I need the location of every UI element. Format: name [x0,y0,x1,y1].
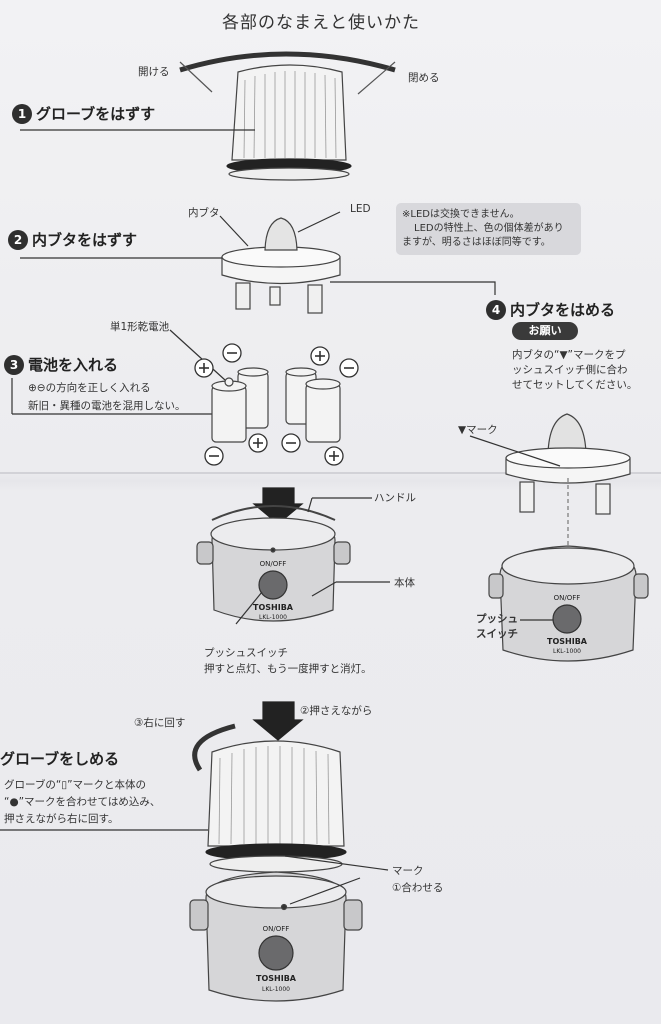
globe-illustration-1 [20,51,396,181]
step2-label: 内ブタをはずす [32,231,138,249]
open-label: 開ける [138,66,170,78]
step3-line-1: ⊕⊖の方向を正しく入れる [28,382,151,394]
step5-line-2: “●”マークを合わせてはめ込み、 [4,796,161,808]
step5-heading: グローブをしめる [0,750,120,768]
onoff-label-3: ON/OFF [263,925,290,933]
model-label-2: LKL-1000 [553,648,581,655]
model-label-1: LKL-1000 [259,614,287,621]
batteries-illustration [11,329,359,466]
step4-number: 4 [486,300,506,320]
rotate-right-label: ③右に回す [134,717,186,729]
open-arrow-icon [179,61,213,93]
fold-line [0,472,661,474]
push-label-1: プッシュ [476,613,518,625]
step3-label: 電池を入れる [28,356,119,374]
press-label: ②押さえながら [300,705,373,717]
led-note: ※LEDは交換できません。 LEDの特性上、色の個体差があり ますが、明るさはほ… [396,203,581,255]
body-label: 本体 [394,577,415,589]
battery-label: 単1形乾電池 [110,321,170,333]
request-badge: お願い [512,322,578,340]
model-label-3: LKL-1000 [262,986,290,993]
page-title: 各部のなまえと使いかた [222,13,420,33]
close-arrow-icon [357,61,396,95]
push-label-2: スイッチ [476,628,518,640]
led-label: LED [350,203,371,215]
led-note-line-1: ※LEDは交換できません。 [402,209,520,220]
step4-line-2: ッシュスイッチ側に合わ [512,364,628,376]
rotate-arrow-top [179,51,396,73]
align-label: ①合わせる [392,882,444,894]
closing-globe-illustration [0,701,389,1002]
step2-number: 2 [8,230,28,250]
device-labels: ON/OFF TOSHIBA LKL-1000 ON/OFF TOSHIBA L… [253,560,588,993]
step3-line-2: 新旧・異種の電池を混用しない。 [28,400,186,412]
step1-label: グローブをはずす [36,105,156,123]
brand-label-3: TOSHIBA [256,974,297,983]
push-switch-icon [258,570,288,600]
step4-label: 内ブタをはめる [510,301,616,319]
brand-label-2: TOSHIBA [547,637,588,646]
step1-number: 1 [12,104,32,124]
inner-lid-illustration [20,211,496,314]
push-switch-label: プッシュスイッチ [204,647,288,659]
lid-and-body-right-illustration [469,413,649,662]
step4-line-1: 内ブタの“▼”マークをプ [512,349,626,361]
main-body-illustration [196,487,390,625]
triangle-mark-label: ▼マーク [458,424,498,436]
rotate-right-arrow-icon [192,723,236,772]
step5-line-1: グローブの“▯”マークと本体の [4,779,147,791]
step4-line-3: せてセットしてください。 [512,379,638,391]
push-switch-desc: 押すと点灯、もう一度押すと消灯。 [204,663,372,675]
close-label: 閉める [408,72,440,84]
onoff-label-1: ON/OFF [260,560,287,568]
onoff-label-2: ON/OFF [554,594,581,602]
inner-lid-label: 内ブタ [188,207,220,219]
press-arrow-icon [252,701,304,741]
brand-label-1: TOSHIBA [253,603,294,612]
handle-label: ハンドル [374,492,416,504]
led-note-line-3: ますが、明るさはほぼ同等です。 [402,237,551,248]
align-mark-label: マーク [392,865,424,877]
led-note-line-2: LEDの特性上、色の個体差があり [414,223,564,234]
step3-number: 3 [4,355,24,375]
step5-line-3: 押さえながら右に回す。 [4,813,119,825]
